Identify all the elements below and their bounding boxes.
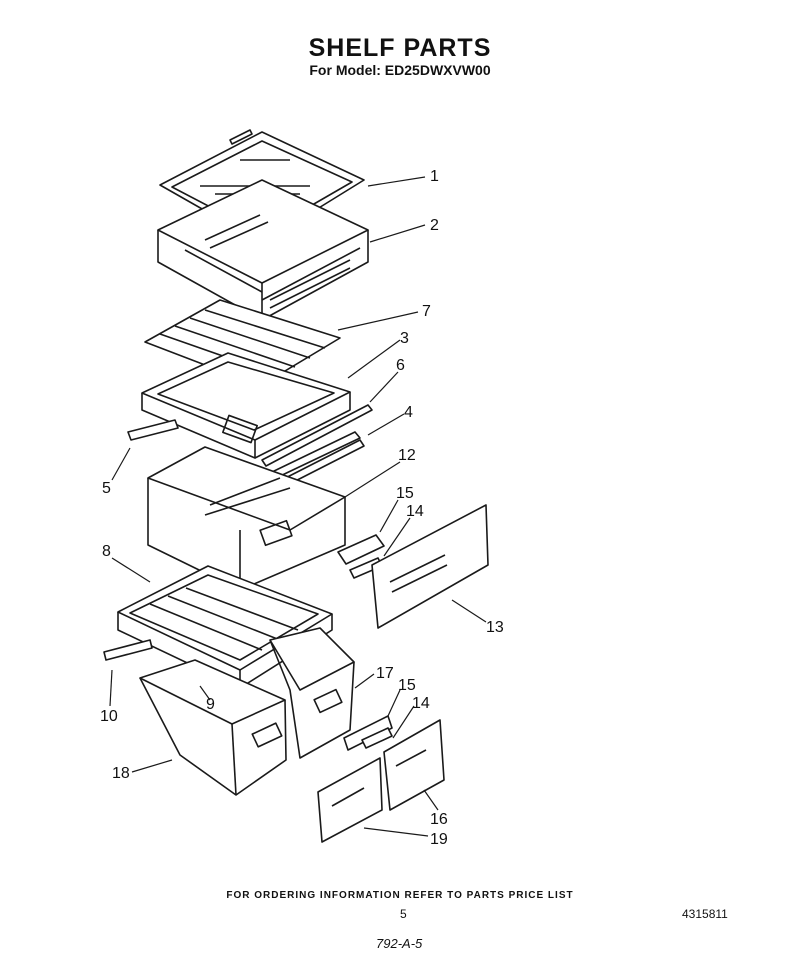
callout-label: 14 [412, 695, 430, 712]
callout-label: 5 [102, 480, 111, 497]
revision-code: 792-A-5 [376, 936, 423, 951]
callout-label: 13 [486, 619, 504, 636]
callout-label: 12 [398, 447, 416, 464]
part-left-rail [127, 419, 179, 441]
leader-lines [109, 176, 487, 837]
ordering-note: FOR ORDERING INFORMATION REFER TO PARTS … [226, 890, 574, 901]
callout-label: 7 [422, 303, 431, 320]
callout-label: 19 [430, 831, 448, 848]
part-left-crisper-front [317, 757, 383, 843]
callout-label: 16 [430, 811, 448, 828]
part-right-crisper [269, 627, 355, 759]
document-number: 4315811 [682, 907, 728, 921]
callout-label: 6 [396, 357, 405, 374]
callout-label: 15 [398, 677, 416, 694]
part-right-crisper-front [383, 719, 445, 811]
callout-label: 2 [430, 217, 439, 234]
callout-label: 4 [404, 404, 413, 421]
part-drawer-front [371, 504, 489, 629]
part-lower-handle [343, 715, 393, 751]
part-crisper-pan [157, 179, 369, 321]
page-title: SHELF PARTS [308, 34, 492, 62]
callout-label: 1 [430, 168, 439, 185]
callout-label: 14 [406, 503, 424, 520]
callout-label: 18 [112, 765, 130, 782]
part-large-drawer [147, 446, 346, 591]
part-shelf-frame [141, 352, 351, 459]
callout-label: 17 [376, 665, 394, 682]
part-left-crisper [139, 659, 287, 796]
model-subtitle: For Model: ED25DWXVW00 [309, 62, 491, 78]
callout-label: 8 [102, 543, 111, 560]
callout-label: 15 [396, 485, 414, 502]
part-drawer-handle [337, 534, 385, 579]
callout-label: 9 [206, 696, 215, 713]
callout-label: 3 [400, 330, 409, 347]
page-number: 5 [400, 907, 407, 921]
callout-label: 10 [100, 708, 118, 725]
